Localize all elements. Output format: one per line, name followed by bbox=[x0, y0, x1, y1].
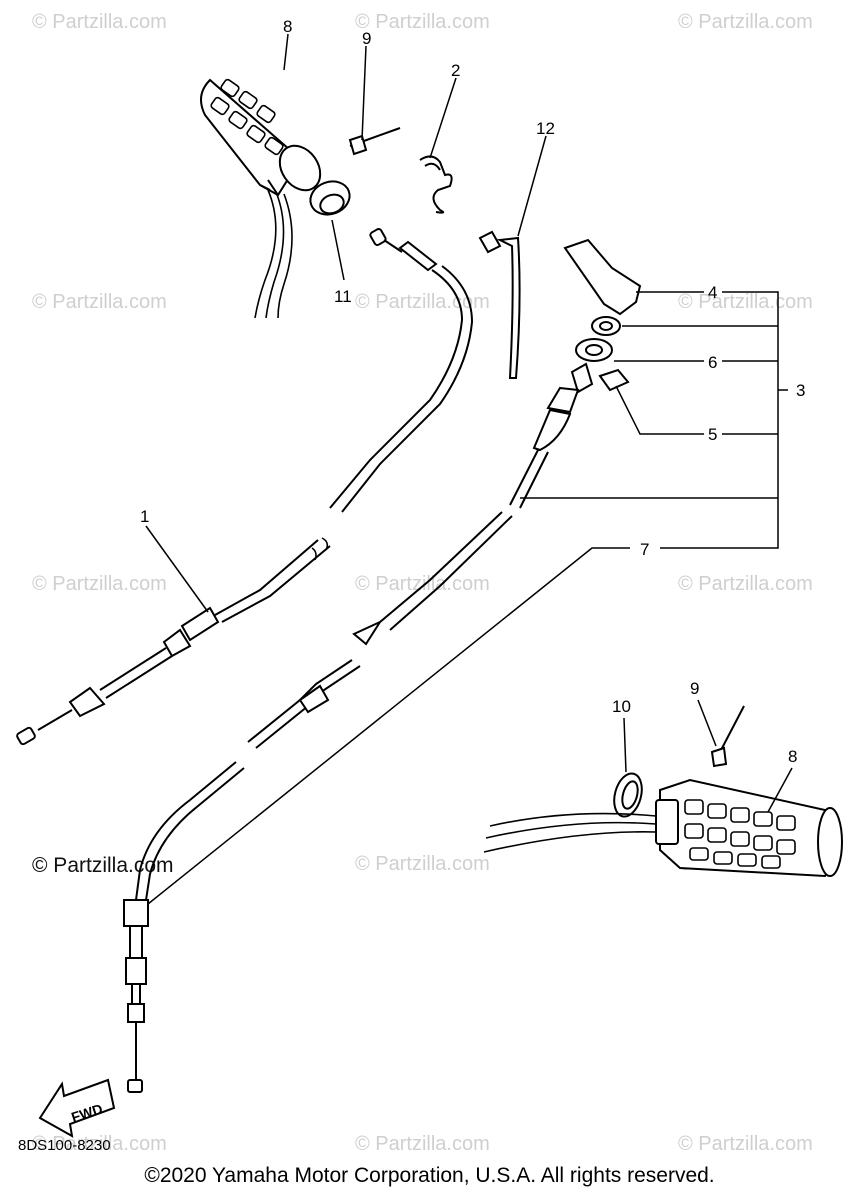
watermark-text: © Partzilla.com bbox=[678, 1133, 813, 1155]
fwd-arrow-icon: FWD bbox=[38, 1078, 116, 1138]
callout-9-right: 9 bbox=[690, 679, 699, 698]
callout-8-top: 8 bbox=[283, 17, 292, 36]
grip-right[interactable] bbox=[655, 778, 843, 878]
callout-2: 2 bbox=[451, 61, 460, 80]
grip-left-wires bbox=[254, 189, 293, 319]
callouts: 8 9 2 12 11 4 6 3 5 1 7 9 10 8 bbox=[140, 17, 805, 766]
watermark-text: © Partzilla.com bbox=[355, 1133, 490, 1155]
watermark-text: © Partzilla.com bbox=[355, 11, 490, 33]
grip-collar-upper[interactable] bbox=[306, 176, 355, 220]
lever-nut[interactable] bbox=[575, 338, 613, 362]
watermark-text: © Partzilla.com bbox=[32, 291, 167, 313]
throttle-cable-lower[interactable] bbox=[123, 362, 594, 1093]
callout-1: 1 bbox=[140, 507, 149, 526]
watermark-text: © Partzilla.com bbox=[678, 573, 813, 595]
leader-lines bbox=[145, 33, 793, 905]
watermark-prominent: © Partzilla.com bbox=[32, 854, 174, 877]
diagram-code: 8DS100-8230 bbox=[18, 1137, 111, 1154]
watermark-text: © Partzilla.com bbox=[32, 11, 167, 33]
watermark-text: © Partzilla.com bbox=[32, 573, 167, 595]
watermark-text: © Partzilla.com bbox=[32, 1133, 167, 1155]
grip-screw-top[interactable] bbox=[348, 127, 401, 156]
watermark-text: © Partzilla.com bbox=[678, 291, 813, 313]
watermark-text: © Partzilla.com bbox=[678, 11, 813, 33]
retaining-clip[interactable] bbox=[419, 155, 453, 214]
callout-7: 7 bbox=[640, 540, 649, 559]
lever-nut-small[interactable] bbox=[591, 316, 621, 336]
watermarks: © Partzilla.com © Partzilla.com © Partzi… bbox=[32, 11, 813, 1155]
lever-pin[interactable] bbox=[598, 368, 630, 392]
grip-screw-right[interactable] bbox=[710, 705, 745, 768]
grip-left[interactable] bbox=[200, 78, 329, 197]
grip-collar-lower[interactable] bbox=[610, 770, 647, 819]
grip-right-wires bbox=[483, 812, 657, 853]
callout-9-top: 9 bbox=[362, 29, 371, 48]
callout-8-right: 8 bbox=[788, 747, 797, 766]
callout-12: 12 bbox=[536, 119, 555, 138]
throttle-cable[interactable] bbox=[16, 228, 474, 746]
copyright-notice: ©2020 Yamaha Motor Corporation, U.S.A. A… bbox=[144, 1164, 715, 1187]
callout-10: 10 bbox=[612, 697, 631, 716]
callout-11: 11 bbox=[334, 287, 352, 306]
cable-tie[interactable] bbox=[478, 230, 521, 379]
callout-5: 5 bbox=[708, 425, 717, 444]
throttle-lever[interactable] bbox=[563, 238, 642, 316]
callout-6: 6 bbox=[708, 353, 717, 372]
callout-3: 3 bbox=[796, 381, 805, 400]
callout-4: 4 bbox=[708, 283, 717, 302]
watermark-text: © Partzilla.com bbox=[355, 573, 490, 595]
watermark-text: © Partzilla.com bbox=[355, 853, 490, 875]
cable-break-marks bbox=[311, 537, 329, 561]
